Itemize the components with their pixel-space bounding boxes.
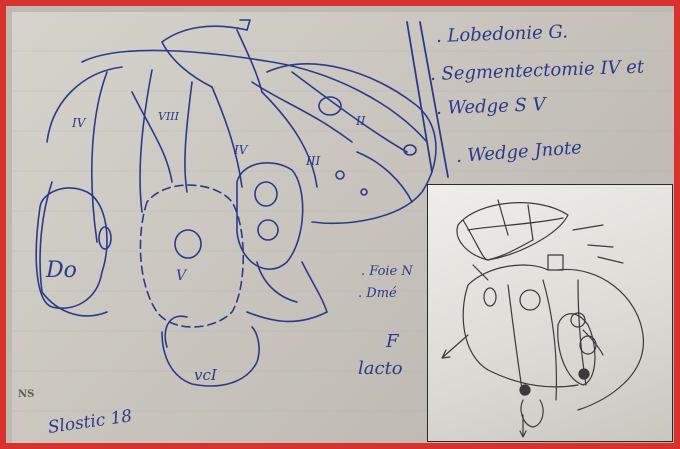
segment-label-iii: III	[306, 154, 320, 168]
note-fragment-4: lacto	[358, 358, 403, 379]
note-fragment-3: F	[386, 331, 399, 352]
lesion-label: Do	[46, 258, 77, 283]
vessel-label: vcI	[194, 366, 217, 384]
inset-photo	[427, 184, 673, 442]
segment-label-v: V	[176, 268, 186, 284]
segment-label-viii: VIII	[158, 110, 179, 123]
inset-sketch	[428, 185, 673, 442]
note-fragment-2: . Dmé	[358, 286, 397, 301]
segment-label-iv-center: IV	[234, 143, 247, 157]
segment-label-ii: II	[356, 114, 365, 128]
segment-label-iv-left: IV	[72, 116, 85, 130]
note-line-3: . Wedge S V	[436, 94, 546, 119]
footer-label: NS	[18, 389, 34, 400]
note-fragment-1: . Foie N	[361, 264, 413, 279]
